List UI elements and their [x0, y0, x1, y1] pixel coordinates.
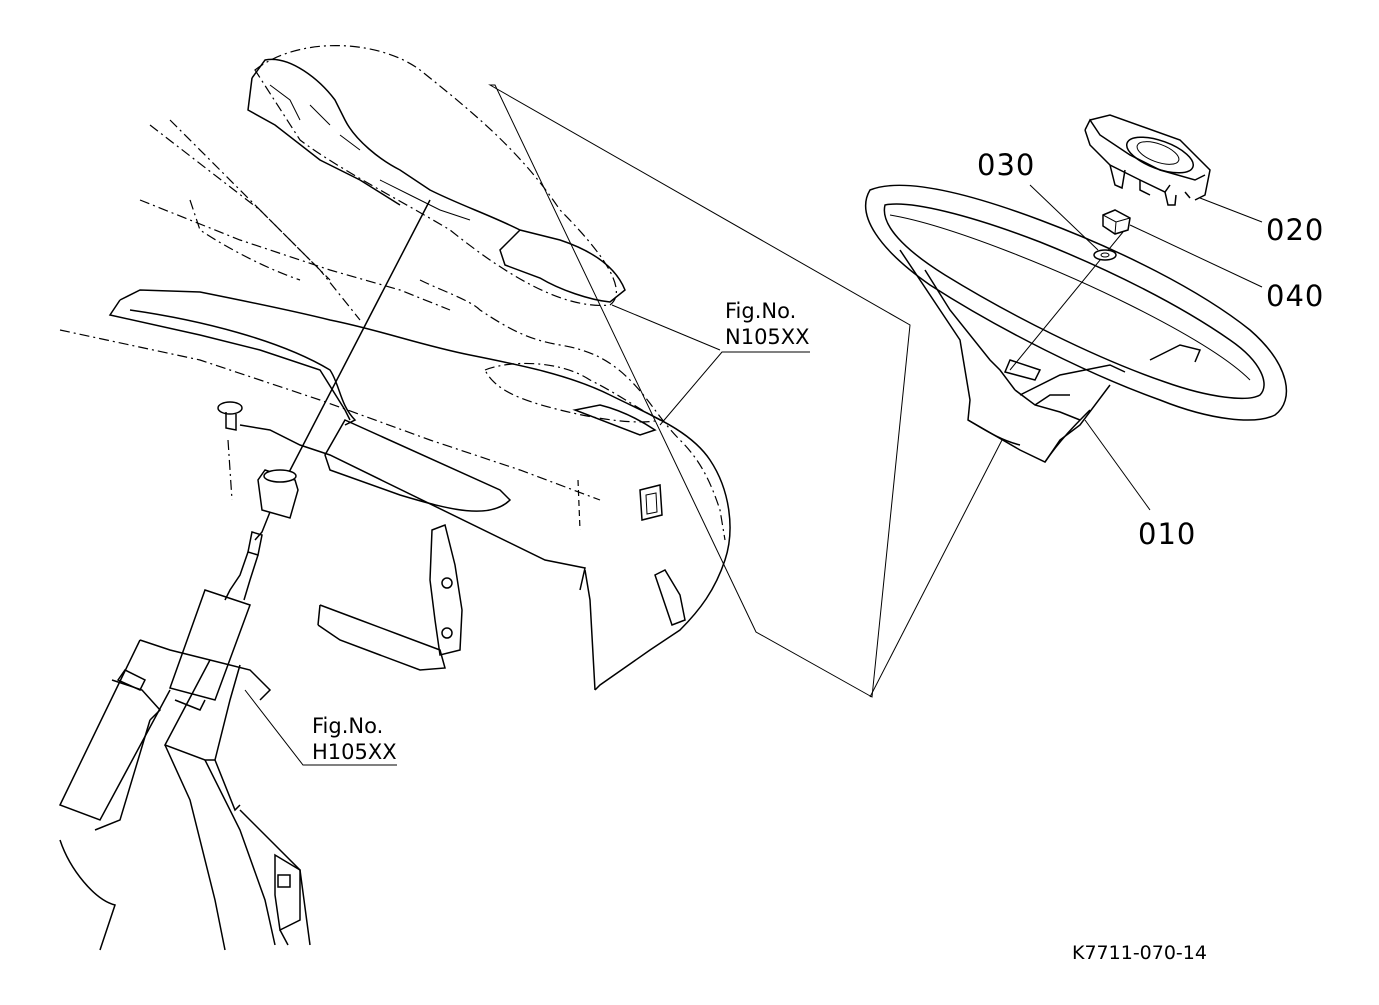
fig-ref-n105: Fig.No. N105XX — [725, 298, 810, 350]
n105-leader — [659, 351, 810, 426]
leader-010 — [1084, 419, 1151, 511]
steering-axis-line-upper — [284, 199, 431, 481]
fig-ref-n105-line1: Fig.No. — [725, 299, 797, 323]
upper-panel-leader — [611, 304, 721, 351]
leader-020 — [1199, 197, 1263, 223]
fig-ref-n105-line2: N105XX — [725, 325, 810, 349]
panel-screw — [217, 401, 243, 501]
fig-ref-h105-line1: Fig.No. — [312, 714, 384, 738]
washer — [1093, 249, 1117, 261]
explode-frame — [488, 84, 911, 698]
dash-console-outline — [59, 45, 731, 691]
callout-020: 020 — [1266, 213, 1325, 247]
steering-shaft — [169, 469, 299, 701]
horn-cap — [1084, 114, 1211, 206]
callout-030: 030 — [977, 148, 1036, 182]
fig-ref-h105: Fig.No. H105XX — [312, 713, 397, 765]
fig-ref-h105-line2: H105XX — [312, 740, 397, 764]
column-frame — [58, 639, 311, 951]
leader-040 — [1129, 224, 1263, 288]
callout-010: 010 — [1138, 517, 1197, 551]
steering-wheel-drawing — [865, 184, 1288, 698]
h105-leader — [244, 689, 397, 766]
steering-nut — [1102, 209, 1131, 235]
leader-030 — [1029, 184, 1099, 251]
diagram-code: K7711-070-14 — [1072, 942, 1207, 964]
callout-040: 040 — [1266, 279, 1325, 313]
